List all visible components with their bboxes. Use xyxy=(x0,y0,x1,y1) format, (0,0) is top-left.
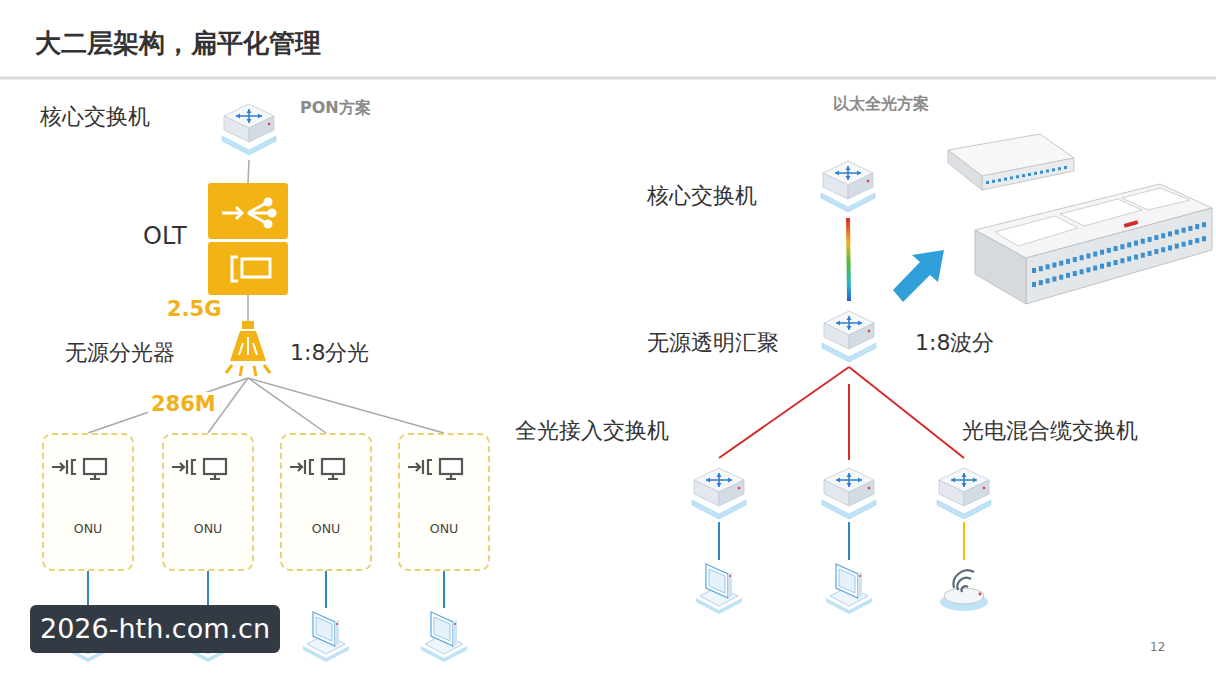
onu-icon xyxy=(400,435,488,569)
fiber-line xyxy=(848,384,850,460)
cable-line xyxy=(848,522,850,560)
split-ratio: 1:8波分 xyxy=(915,330,994,356)
connector xyxy=(88,378,248,433)
sw-icon xyxy=(818,150,878,218)
sw-icon xyxy=(934,458,994,524)
device-label: ONU xyxy=(400,521,488,536)
scheme-title: PON方案 xyxy=(300,98,371,117)
connector xyxy=(247,295,249,321)
pointer-arrow xyxy=(893,250,944,302)
slide-title: 大二层架构，扁平化管理 xyxy=(35,28,321,59)
olt-icon xyxy=(208,183,288,295)
pc-lines xyxy=(88,571,444,608)
connector xyxy=(719,367,849,458)
port-row xyxy=(986,166,1206,287)
sw-icon xyxy=(819,301,879,367)
onu-box: ONU xyxy=(398,433,490,571)
page-number: 12 xyxy=(1150,640,1165,654)
split-icon xyxy=(222,321,274,378)
node-label: 全光接入交换机 xyxy=(515,418,669,444)
bandwidth-label: 286M xyxy=(148,392,219,417)
cable-line xyxy=(718,522,720,560)
onu-box: ONU xyxy=(280,433,372,571)
node-label: 核心交换机 xyxy=(40,104,150,130)
onu-box: ONU xyxy=(162,433,254,571)
device-label: ONU xyxy=(164,521,252,536)
pc-icon xyxy=(826,564,872,614)
switch-node: 无源透明汇聚 xyxy=(819,301,879,367)
node-label: 核心交换机 xyxy=(647,183,757,209)
connector xyxy=(849,367,964,458)
onu-icon xyxy=(164,435,252,569)
onu-icon xyxy=(282,435,370,569)
bandwidth-label: 2.5G xyxy=(167,297,221,322)
switch-node: 核心交换机 xyxy=(219,94,279,160)
node-label: 光电混合缆交换机 xyxy=(962,418,1138,444)
pc-icon xyxy=(421,612,467,662)
connector xyxy=(848,218,849,301)
splitter-node: 无源分光器 xyxy=(222,321,274,378)
connector xyxy=(248,160,249,183)
onu-box: ONU xyxy=(42,433,134,571)
hybrid-cable-line xyxy=(963,522,965,560)
switch-node: 核心交换机 xyxy=(818,150,878,218)
connector xyxy=(248,378,444,433)
device-label: ONU xyxy=(282,521,370,536)
pc-icon xyxy=(303,612,349,662)
connector xyxy=(248,378,326,433)
olt-node: OLT xyxy=(208,183,288,295)
title-rule xyxy=(0,77,1216,80)
switch-node: 全光接入交换机 xyxy=(689,458,749,524)
sw-icon xyxy=(219,94,279,160)
watermark: 2026-hth.com.cn xyxy=(30,605,280,653)
sw-icon xyxy=(689,458,749,524)
split-ratio: 1:8分光 xyxy=(290,340,369,366)
node-label: OLT xyxy=(143,222,187,251)
node-label: 无源透明汇聚 xyxy=(647,330,779,356)
onu-icon xyxy=(44,435,132,569)
ap-icon xyxy=(940,570,988,611)
device-label: ONU xyxy=(44,521,132,536)
pc-icon xyxy=(696,564,742,614)
scheme-title: 以太全光方案 xyxy=(833,94,929,113)
switch-icon xyxy=(822,468,876,519)
switch-node: 光电混合缆交换机 xyxy=(934,458,994,524)
rack-equipment xyxy=(948,134,1212,304)
node-label: 无源分光器 xyxy=(65,340,175,366)
